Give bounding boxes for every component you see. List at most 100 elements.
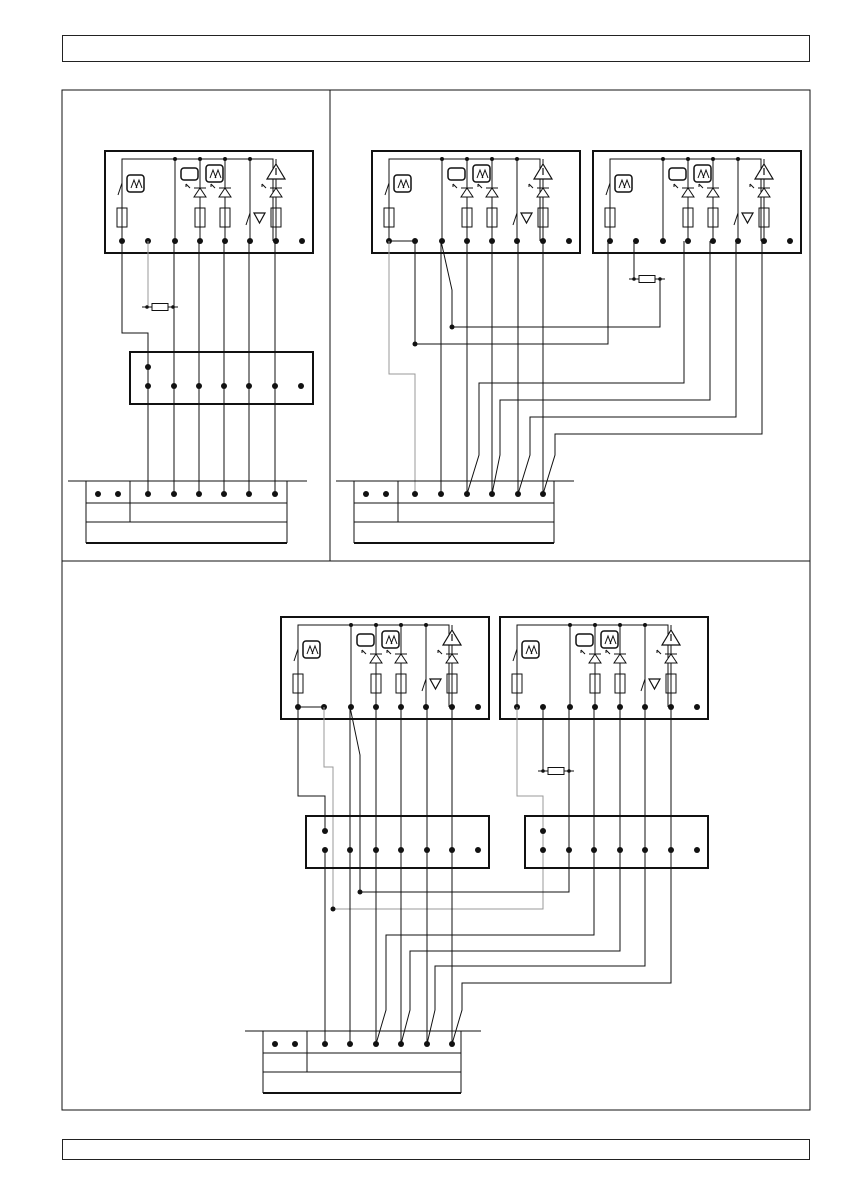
junction-terminal-dot (398, 847, 404, 853)
junction-terminal-dot (272, 383, 278, 389)
led-icon (707, 188, 719, 197)
junction-terminal-dot (298, 383, 304, 389)
led-icon (219, 188, 231, 197)
switch-lever (118, 183, 122, 195)
junction-dot (331, 907, 336, 912)
panel-terminal-dot (322, 1041, 328, 1047)
wire (401, 707, 620, 1044)
switch-lever (246, 213, 250, 225)
led-icon (461, 188, 473, 197)
terminal-dot (299, 238, 305, 244)
led-light-icon (606, 650, 610, 654)
terminal-dot (348, 704, 354, 710)
wire (389, 241, 415, 494)
led-icon (370, 654, 382, 663)
sensor-icon (254, 213, 265, 223)
resistor-dot (658, 277, 662, 281)
junction-terminal-dot (145, 364, 151, 370)
terminal-dot (660, 238, 666, 244)
led-light-icon (186, 184, 190, 188)
sensor-icon (430, 679, 441, 689)
terminal-blocks (130, 352, 708, 1047)
switch-lever (641, 679, 645, 691)
led-light-icon (262, 184, 266, 188)
panel-terminal-dot (115, 491, 121, 497)
power-indicator-icon (448, 168, 465, 180)
switch-lever (422, 679, 426, 691)
junction-terminal-dot (540, 847, 546, 853)
wire (350, 707, 569, 892)
control-panels (68, 481, 574, 1093)
resistor-dot (567, 769, 571, 773)
terminal-dot (566, 238, 572, 244)
terminal-dot (475, 704, 481, 710)
power-indicator-icon (576, 634, 593, 646)
led-light-icon (387, 650, 391, 654)
led-light-icon (674, 184, 678, 188)
terminal-dot (514, 238, 520, 244)
panel-terminal-dot (363, 491, 369, 497)
junction-block-housing (525, 816, 708, 868)
terminal-dot (197, 238, 203, 244)
sensor-icon (649, 679, 660, 689)
panel-terminal-dot (95, 491, 101, 497)
panel-terminal-dot (171, 491, 177, 497)
led-light-icon (657, 650, 661, 654)
led-icon (758, 188, 770, 197)
wire (492, 241, 710, 494)
panel-terminal-dot (272, 491, 278, 497)
junction-terminal-dot (617, 847, 623, 853)
wire (518, 241, 736, 494)
led-icon (537, 188, 549, 197)
panel-terminal-dot (540, 491, 546, 497)
led-icon (395, 654, 407, 663)
resistor-body (639, 276, 655, 283)
junction-terminal-dot (322, 828, 328, 834)
junction-block-housing (130, 352, 313, 404)
wire (427, 707, 645, 1044)
power-indicator-icon (181, 168, 198, 180)
junction-terminal-dot (221, 383, 227, 389)
junction-terminal-dot (668, 847, 674, 853)
resistor-dot (541, 769, 545, 773)
detector-module (105, 151, 313, 253)
terminal-dot (172, 238, 178, 244)
led-light-icon (211, 184, 215, 188)
terminal-dot (787, 238, 793, 244)
panel-terminal-dot (412, 491, 418, 497)
power-indicator-icon (357, 634, 374, 646)
junction-terminal-dot (475, 847, 481, 853)
control-panel (336, 481, 574, 543)
panel-terminal-dot (347, 1041, 353, 1047)
detector-module (593, 151, 801, 253)
led-light-icon (438, 650, 442, 654)
junction-terminal-dot (196, 383, 202, 389)
led-icon (589, 654, 601, 663)
control-panel (245, 1031, 481, 1093)
terminal-dot (439, 238, 445, 244)
led-light-icon (581, 650, 585, 654)
junction-dot (450, 325, 455, 330)
junction-terminal-dot (591, 847, 597, 853)
switch-lever (513, 213, 517, 225)
switch-lever (385, 183, 389, 195)
detector-module (500, 617, 708, 719)
switch-lever (734, 213, 738, 225)
resistor-body (548, 768, 564, 775)
resistor-dot (632, 277, 636, 281)
led-light-icon (529, 184, 533, 188)
led-icon (682, 188, 694, 197)
wire (415, 241, 608, 344)
switch-lever (606, 183, 610, 195)
panel-terminal-dot (145, 491, 151, 497)
panel-terminal-dot (489, 491, 495, 497)
panel-terminal-dot (221, 491, 227, 497)
panel-terminal-dot (373, 1041, 379, 1047)
junction-terminal-dot (566, 847, 572, 853)
panel-terminal-dot (424, 1041, 430, 1047)
resistor-body (152, 304, 168, 311)
panel-terminal-dot (464, 491, 470, 497)
junction-block (525, 816, 708, 868)
led-icon (194, 188, 206, 197)
